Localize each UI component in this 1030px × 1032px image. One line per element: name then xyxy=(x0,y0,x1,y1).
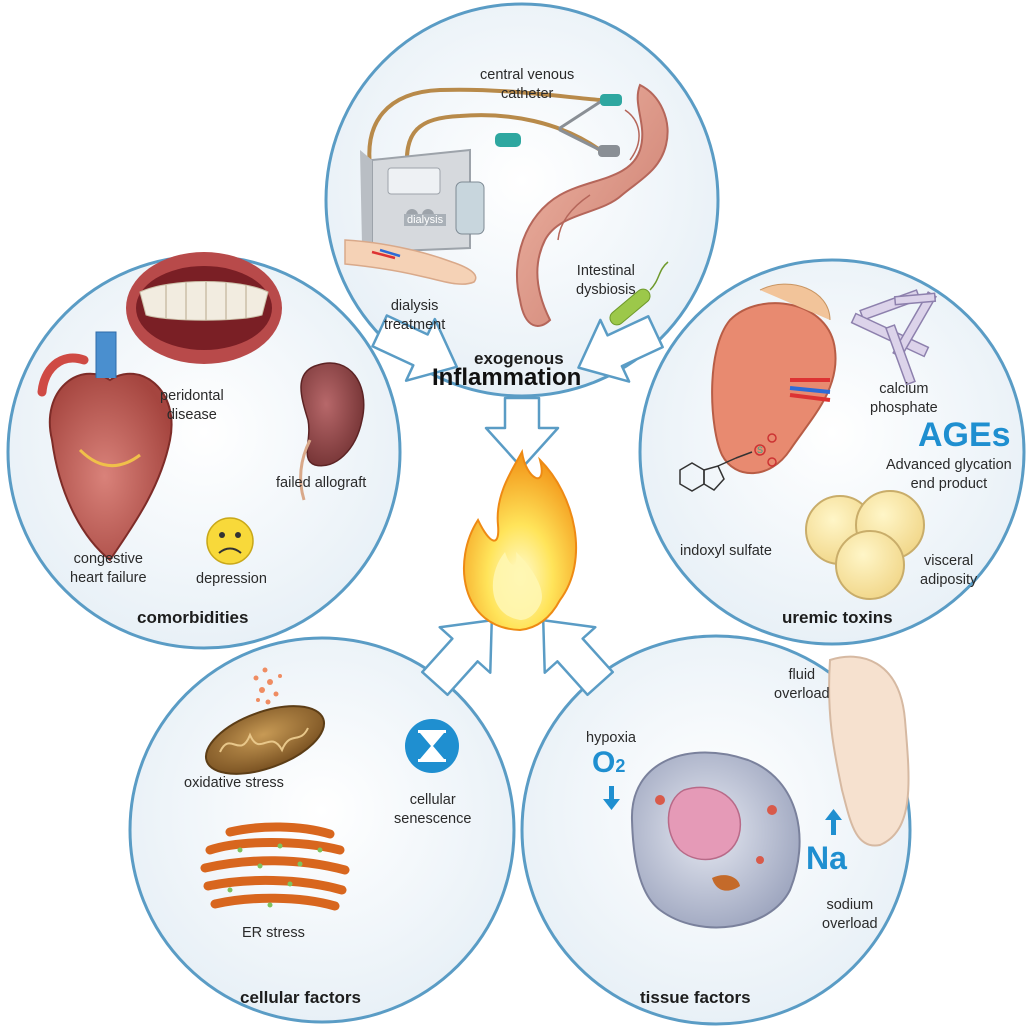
exogenous-title: exogenous xyxy=(474,349,564,369)
dialysis-treatment-label: dialysis treatment xyxy=(384,297,445,335)
indoxyl-sulfate-label: indoxyl sulfate xyxy=(680,542,772,561)
depression-label: depression xyxy=(196,570,267,589)
dialysis-machine-icon xyxy=(360,150,484,252)
ages-full-label: Advanced glycation end product xyxy=(886,456,1012,494)
catheter-cap2-icon xyxy=(598,145,620,157)
catheter-hub-icon xyxy=(495,133,521,147)
er-stress-label: ER stress xyxy=(242,924,305,943)
catheter-label: central venous catheter xyxy=(480,66,574,104)
calcium-phosphate-label: calcium phosphate xyxy=(870,380,938,418)
comorbidities-title: comorbidities xyxy=(137,608,248,628)
cell-icon xyxy=(632,753,800,928)
periodontal-label: peridontal disease xyxy=(160,387,224,425)
failed-allograft-label: failed allograft xyxy=(276,474,366,493)
na-label: Na xyxy=(806,840,847,877)
teeth-icon xyxy=(126,252,282,364)
o2-label: O2 xyxy=(592,746,625,780)
ages-label: AGEs xyxy=(918,416,1011,455)
sodium-overload-label: sodium overload xyxy=(822,896,878,934)
flame-icon xyxy=(464,452,576,630)
oxidative-stress-label: oxidative stress xyxy=(184,774,284,793)
cellular-factors-title: cellular factors xyxy=(240,988,361,1008)
uremic-toxins-title: uremic toxins xyxy=(782,608,893,628)
catheter-cap-icon xyxy=(600,94,622,106)
intestinal-dysbiosis-label: Intestinal dysbiosis xyxy=(576,262,636,300)
sad-face-icon xyxy=(207,518,253,564)
visceral-adiposity-label: visceral adiposity xyxy=(920,552,977,590)
cellular-senescence-label: cellular senescence xyxy=(394,791,471,829)
fluid-overload-label: fluid overload xyxy=(774,666,830,704)
dialysis-machine-tag: dialysis xyxy=(404,214,446,226)
hourglass-icon xyxy=(405,719,459,773)
tissue-factors-title: tissue factors xyxy=(640,988,751,1008)
svg-text:S: S xyxy=(757,445,763,455)
chf-label: congestive heart failure xyxy=(70,550,147,588)
